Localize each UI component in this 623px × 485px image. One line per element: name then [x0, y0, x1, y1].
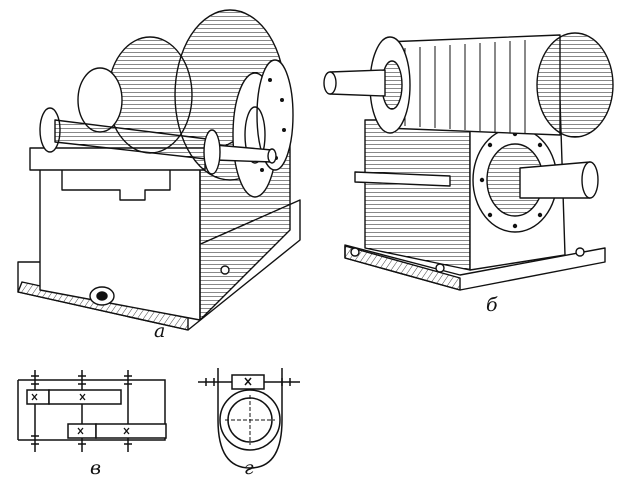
scheme-v-gear-3	[67, 423, 97, 439]
scheme-v-housing-outline	[17, 379, 166, 441]
gearbox-a-foot-bolt	[220, 265, 230, 275]
scheme-g-worm-cross	[244, 377, 252, 386]
scheme-v-gear-crosses	[31, 393, 130, 435]
gearbox-a-small-gear	[77, 67, 123, 133]
gearbox-cylindrical-illustration	[17, 9, 301, 331]
gearbox-b-motor-endcap	[536, 32, 614, 138]
gearbox-b-motor-body	[384, 34, 561, 136]
kinematic-scheme-worm	[198, 368, 300, 469]
gearbox-a-shaft-collar	[203, 129, 221, 175]
gearbox-b-output-shaft-end	[581, 161, 599, 199]
label-g: г	[244, 457, 254, 479]
label-b: б	[486, 294, 498, 316]
gearbox-a-right-disc-2	[256, 59, 294, 171]
gearbox-a-drain-plug-core	[96, 291, 108, 301]
gearbox-b-base-shadow	[344, 245, 461, 291]
scheme-v-gear-2	[48, 389, 122, 405]
scheme-g-worm-wheel	[219, 389, 281, 451]
gearbox-b-input-shaft	[329, 69, 386, 97]
gearbox-worm-illustration	[323, 32, 614, 291]
gearbox-a-right-disc-hub	[244, 106, 266, 164]
label-v: в	[90, 457, 102, 479]
kinematic-scheme-two-stage	[17, 370, 167, 452]
gearbox-a-output-shaft-end	[267, 148, 277, 164]
gearbox-b-input-shaft-end	[323, 71, 337, 95]
gearbox-b-output-shaft	[519, 161, 591, 199]
scheme-v-gear-1	[26, 389, 50, 405]
gearbox-b-bracket	[354, 171, 451, 187]
gearbox-b-housing	[364, 119, 471, 271]
label-a: а	[154, 320, 166, 342]
scheme-g-housing	[217, 368, 283, 469]
scheme-v-gear-4	[95, 423, 167, 439]
gearbox-a-flange-notch	[61, 170, 171, 201]
gearbox-b-foot-bolts	[350, 247, 585, 273]
